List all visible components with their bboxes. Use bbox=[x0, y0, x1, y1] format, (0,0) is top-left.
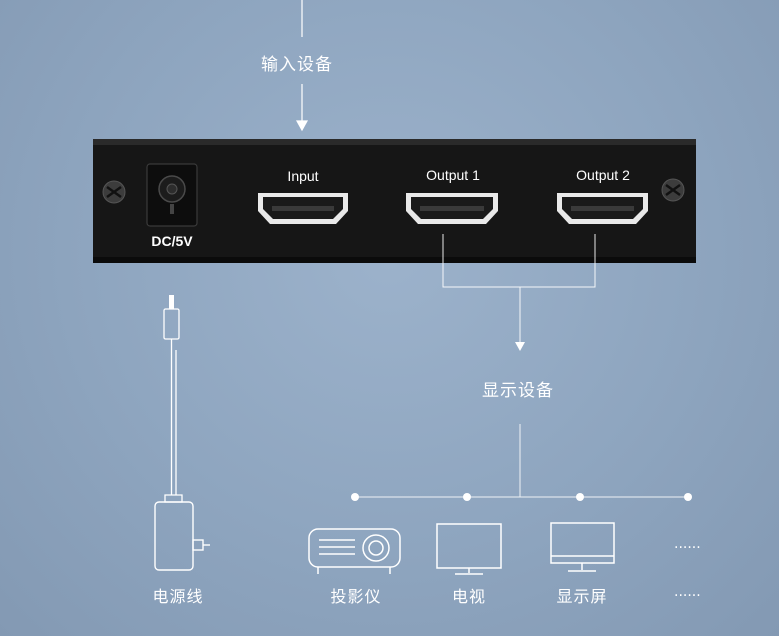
monitor-icon bbox=[550, 522, 615, 572]
display-branch-lines bbox=[355, 424, 688, 498]
projector-label: 投影仪 bbox=[330, 587, 382, 606]
branch-nodes bbox=[351, 493, 692, 501]
monitor-label: 显示屏 bbox=[556, 587, 608, 606]
power-adapter-label: 电源线 bbox=[152, 587, 204, 606]
left-screw-icon bbox=[102, 180, 126, 204]
output-arrow bbox=[515, 342, 525, 351]
input-device-label: 输入设备 bbox=[261, 55, 333, 75]
dc-port-label: DC/5V bbox=[151, 233, 193, 249]
power-adapter-icon bbox=[154, 501, 210, 571]
output1-port-label: Output 1 bbox=[426, 167, 480, 183]
tv-label: 电视 bbox=[451, 587, 487, 606]
input-connection-line bbox=[295, 0, 309, 132]
hdmi-input-port bbox=[258, 193, 348, 224]
hdmi-splitter-device bbox=[93, 139, 696, 263]
right-screw-icon bbox=[661, 178, 685, 202]
more-devices-marker: ...... bbox=[674, 536, 701, 552]
more-devices-label-marker: ...... bbox=[674, 584, 701, 600]
output-connection-lines bbox=[442, 234, 596, 342]
power-cable-icon bbox=[163, 295, 183, 503]
input-port-label: Input bbox=[287, 168, 319, 184]
display-device-label: 显示设备 bbox=[482, 381, 554, 401]
hdmi-output-1-port bbox=[406, 193, 498, 224]
output2-port-label: Output 2 bbox=[576, 167, 630, 183]
projector-icon bbox=[308, 528, 401, 574]
dc-power-jack bbox=[146, 163, 198, 227]
hdmi-output-2-port bbox=[557, 193, 648, 224]
tv-icon bbox=[436, 523, 502, 575]
